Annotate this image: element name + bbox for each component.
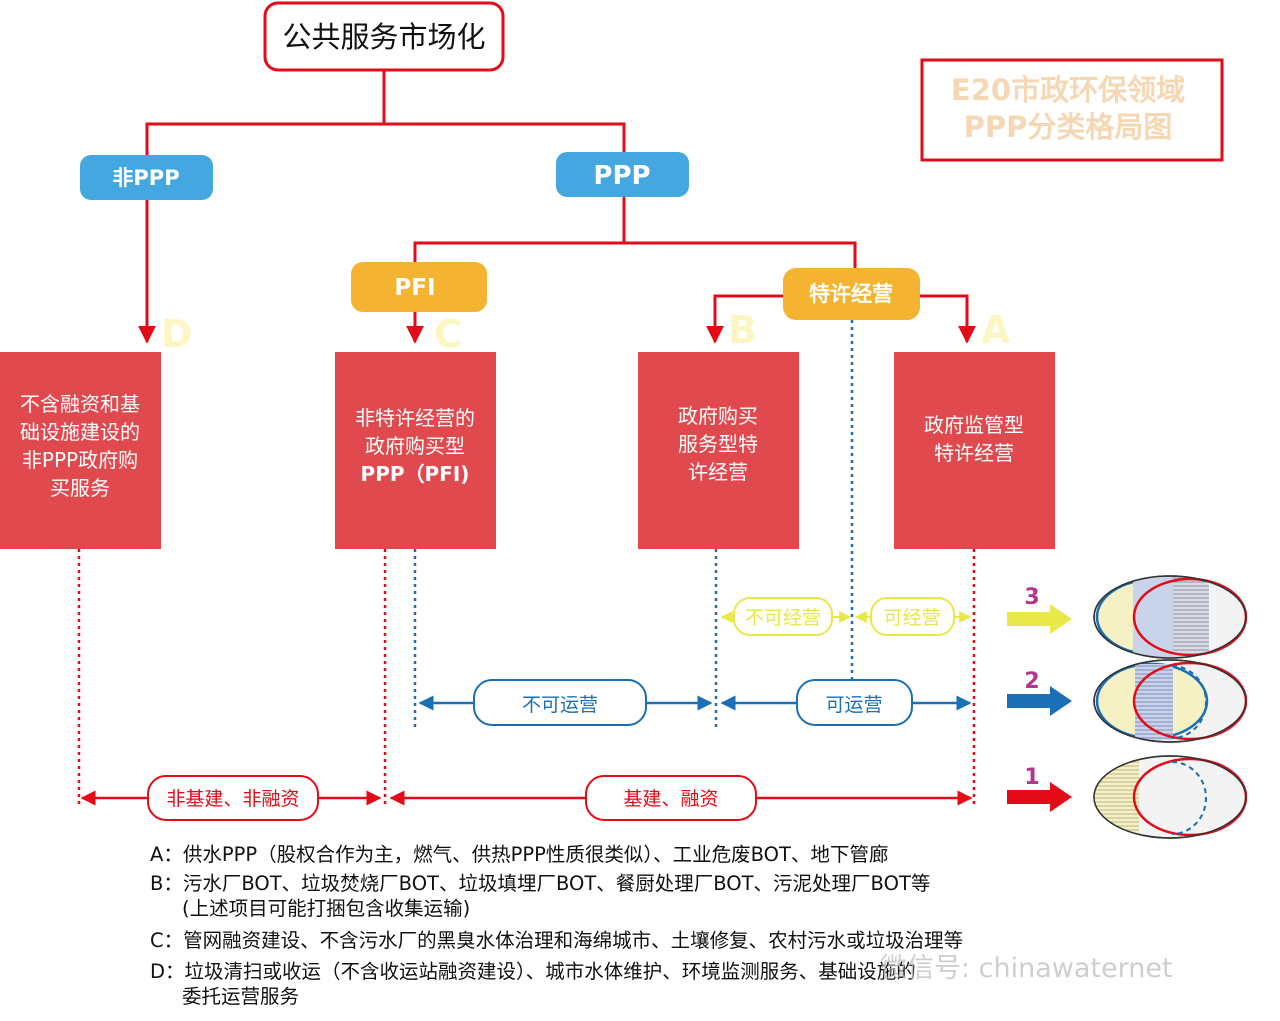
range-3-left-label: 不可经营 [745, 607, 821, 629]
range-2-left-label: 不可运营 [522, 694, 598, 716]
box-b-line-3: 许经营 [688, 460, 748, 484]
box-c: 非特许经营的 政府购买型 PPP（PFI) [335, 352, 496, 549]
range-1-right-label: 基建、融资 [623, 788, 718, 810]
box-c-line-2: 政府购买型 [365, 434, 465, 458]
level-3-arrow-icon [1007, 604, 1072, 634]
node-non-ppp: 非PPP [80, 155, 213, 200]
box-c-line-3: PPP（PFI) [361, 462, 470, 486]
level-3-marker: 3 [1007, 585, 1072, 634]
title-node: 公共服务市场化 [263, 1, 505, 72]
caption-line-2: PPP分类格局图 [964, 110, 1173, 144]
box-a-line-1: 政府监管型 [924, 413, 1024, 437]
box-d-line-3: 非PPP政府购 [22, 448, 138, 472]
venn-icon-level-3 [1093, 575, 1248, 659]
range-3-right-label: 可经营 [883, 607, 940, 629]
level-1-arrow-icon [1007, 782, 1072, 812]
range-level-2: 不可运营 可运营 [418, 679, 972, 726]
note-d-line-1: D：垃圾清扫或收运（不含收运站融资建设）、城市水体维护、环境监测服务、基础设施的 [150, 960, 916, 983]
box-d: 不含融资和基 础设施建设的 非PPP政府购 买服务 [0, 352, 161, 549]
box-b-line-2: 服务型特 [678, 432, 758, 456]
caption-box: E20市政环保领域 PPP分类格局图 [920, 58, 1224, 162]
node-pfi: PFI [351, 262, 487, 312]
level-1-marker: 1 [1007, 765, 1072, 812]
range-level-1: 非基建、非融资 基建、融资 [80, 775, 973, 821]
node-pfi-label: PFI [394, 275, 435, 301]
level-3-number: 3 [1024, 585, 1039, 610]
box-d-line-1: 不含融资和基 [20, 392, 140, 416]
range-1-left-label: 非基建、非融资 [166, 788, 299, 810]
node-ppp: PPP [556, 152, 689, 197]
node-non-ppp-label: 非PPP [112, 166, 179, 190]
caption-line-1: E20市政环保领域 [951, 73, 1185, 107]
guide-lines [77, 320, 976, 808]
range-level-3: 不可经营 可经营 [720, 597, 972, 636]
box-a: 政府监管型 特许经营 [894, 352, 1055, 549]
note-a: A：供水PPP（股权合作为主，燃气、供热PPP性质很类似）、工业危废BOT、地下… [150, 843, 889, 866]
letter-c: C [434, 312, 462, 356]
note-c: C：管网融资建设、不含污水厂的黑臭水体治理和海绵城市、土壤修复、农村污水或垃圾治… [150, 929, 964, 952]
level-2-arrow-icon [1007, 686, 1072, 716]
watermark: 微信号: chinawaternet [880, 953, 1173, 984]
tree-connectors [138, 70, 976, 344]
note-d-line-2: 委托运营服务 [182, 985, 300, 1008]
node-ppp-label: PPP [593, 161, 650, 191]
node-concession: 特许经营 [783, 268, 920, 320]
note-b-line-2: (上述项目可能打捆包含收集运输) [182, 897, 471, 920]
box-a-line-2: 特许经营 [934, 441, 1014, 465]
range-2-right-label: 可运营 [825, 694, 882, 716]
node-concession-label: 特许经营 [809, 282, 893, 306]
box-b-line-1: 政府购买 [678, 404, 758, 428]
box-b: 政府购买 服务型特 许经营 [638, 352, 799, 549]
level-2-marker: 2 [1007, 669, 1072, 716]
level-1-number: 1 [1024, 765, 1039, 790]
venn-icon-level-2 [1093, 659, 1248, 743]
note-b-line-1: B：污水厂BOT、垃圾焚烧厂BOT、垃圾填埋厂BOT、餐厨处理厂BOT、污泥处理… [150, 872, 931, 895]
page-title: 公共服务市场化 [282, 20, 485, 54]
level-2-number: 2 [1024, 669, 1039, 694]
legend-notes: A：供水PPP（股权合作为主，燃气、供热PPP性质很类似）、工业危废BOT、地下… [150, 840, 1090, 1008]
box-d-line-4: 买服务 [50, 476, 110, 500]
letter-a: A [981, 308, 1011, 352]
letter-b: B [728, 308, 757, 352]
venn-icon-level-1 [1093, 755, 1248, 839]
box-d-line-2: 础设施建设的 [20, 420, 140, 444]
letter-d: D [161, 312, 193, 356]
box-c-line-1: 非特许经营的 [355, 406, 475, 430]
